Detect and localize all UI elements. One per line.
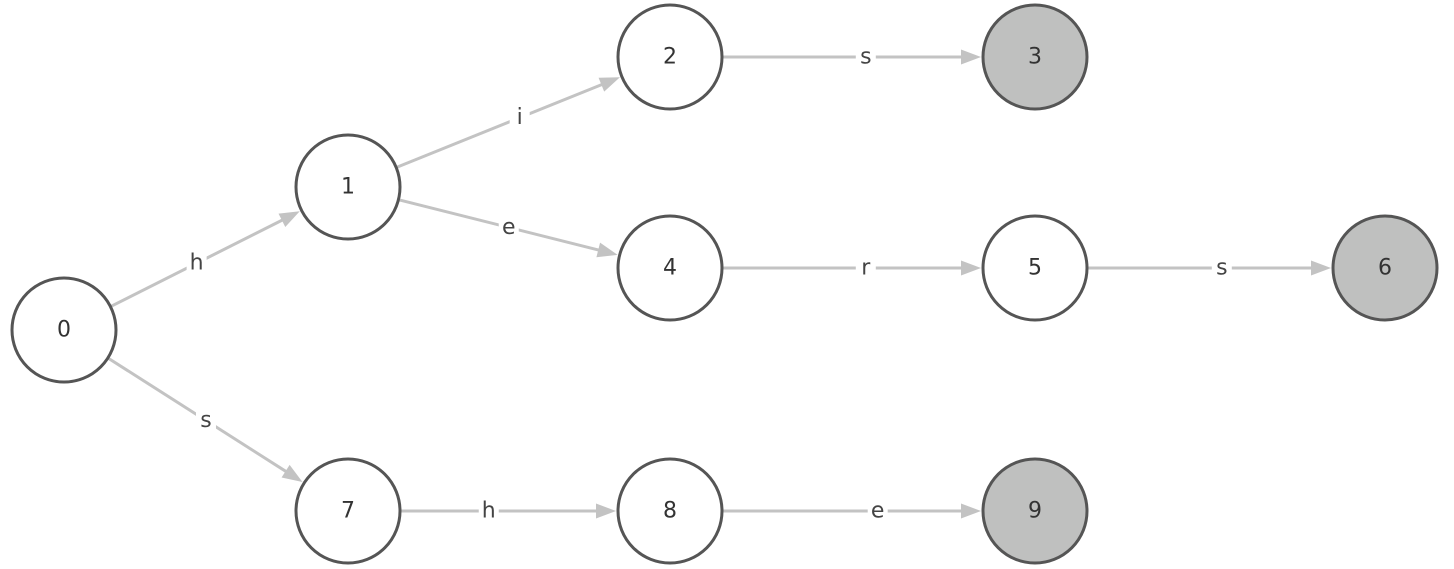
node-5: 5 <box>981 214 1089 322</box>
node-1: 1 <box>294 133 402 241</box>
node-3: 3 <box>981 3 1089 111</box>
state-node <box>616 3 724 111</box>
edge-0-7: s <box>107 357 303 482</box>
node-label: 4 <box>663 256 677 281</box>
nodes-layer: 0 1 2 3 4 5 6 7 8 9 <box>10 3 1439 565</box>
state-node <box>616 214 724 322</box>
arrowhead-icon <box>596 503 616 519</box>
edge-8-9: e <box>723 497 981 524</box>
terminal-state-node <box>981 457 1089 565</box>
state-node <box>294 133 402 241</box>
state-node <box>294 457 402 565</box>
edge-label: r <box>861 256 871 281</box>
arrowhead-icon <box>961 503 981 519</box>
edge-label-background <box>1211 254 1232 280</box>
node-label: 9 <box>1028 499 1042 524</box>
arrowhead-icon <box>278 211 300 227</box>
node-label: 7 <box>341 499 355 524</box>
node-label: 5 <box>1028 256 1042 281</box>
edge-2-3: s <box>723 43 981 70</box>
edge-label-background <box>509 103 530 130</box>
node-label: 1 <box>341 175 355 200</box>
node-7: 7 <box>294 457 402 565</box>
edge-line <box>396 82 604 169</box>
edge-label: s <box>200 408 211 433</box>
node-label: 3 <box>1028 45 1042 70</box>
edge-label-background <box>478 497 499 523</box>
edges-layer: h i s e r s s h e <box>107 43 1331 524</box>
node-4: 4 <box>616 214 724 322</box>
state-node <box>981 214 1089 322</box>
edge-5-6: s <box>1088 254 1331 281</box>
edge-label-background <box>498 213 519 240</box>
node-9: 9 <box>981 457 1089 565</box>
state-node <box>616 457 724 565</box>
arrowhead-icon <box>598 77 620 92</box>
edge-label-background <box>855 254 876 280</box>
edge-label-background <box>186 249 207 276</box>
edge-label: s <box>1216 256 1227 281</box>
arrowhead-icon <box>961 260 981 276</box>
arrowhead-icon <box>596 242 618 258</box>
edge-label-background <box>855 43 876 69</box>
node-8: 8 <box>616 457 724 565</box>
edge-0-1: h <box>110 211 300 308</box>
edge-label: e <box>502 215 516 240</box>
node-label: 0 <box>57 318 71 343</box>
node-0: 0 <box>10 276 118 384</box>
edge-1-4: e <box>399 198 618 258</box>
terminal-state-node <box>981 3 1089 111</box>
terminal-state-node <box>1331 214 1439 322</box>
edge-1-2: i <box>396 77 620 169</box>
arrowhead-icon <box>961 49 981 65</box>
edge-label-background <box>867 497 888 523</box>
edge-label-background <box>195 406 216 433</box>
node-label: 6 <box>1378 256 1392 281</box>
edge-4-5: r <box>723 254 981 281</box>
edge-label: h <box>190 251 204 276</box>
node-label: 8 <box>663 499 677 524</box>
node-6: 6 <box>1331 214 1439 322</box>
edge-label: s <box>860 45 871 70</box>
edge-label: e <box>871 499 885 524</box>
edge-label: i <box>517 105 523 130</box>
arrowhead-icon <box>281 464 303 482</box>
edge-label: h <box>482 499 496 524</box>
state-node <box>10 276 118 384</box>
edge-7-8: h <box>401 497 616 524</box>
arrowhead-icon <box>1311 260 1331 276</box>
node-2: 2 <box>616 3 724 111</box>
node-label: 2 <box>663 45 677 70</box>
